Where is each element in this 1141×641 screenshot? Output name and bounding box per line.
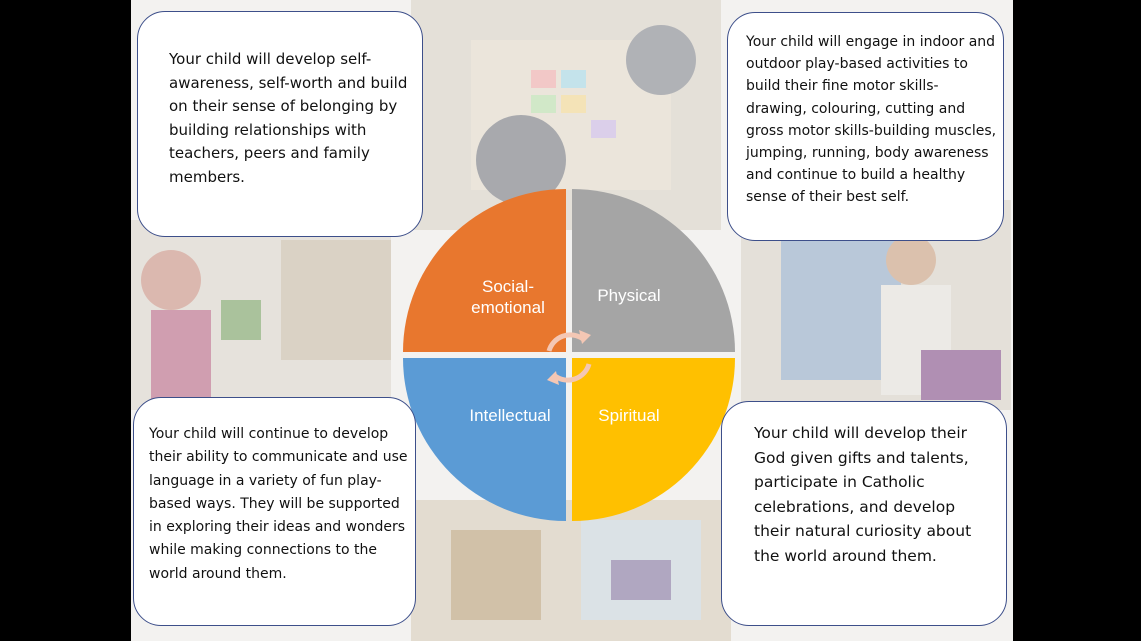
callout-intellectual: Your child will continue to develop thei… (133, 397, 416, 626)
cycle-arrows-icon (546, 332, 592, 383)
callout-social-emotional-text: Your child will develop self-awareness, … (169, 50, 408, 186)
background-photo-child-painting (131, 220, 391, 410)
callout-physical: Your child will engage in indoor and out… (727, 12, 1004, 241)
callout-spiritual-text: Your child will develop their God given … (754, 424, 972, 565)
callout-spiritual: Your child will develop their God given … (721, 401, 1007, 626)
quadrant-label-intellectual: Intellectual (469, 406, 551, 425)
quadrant-social-emotional (403, 189, 566, 352)
cycle-arrow-head-top (579, 330, 591, 344)
background-photo-building-blocks (411, 0, 721, 230)
slide: Social- emotional Physical Intellectual … (131, 0, 1013, 641)
cycle-arrow-head-bottom (547, 371, 559, 385)
quadrant-physical (572, 189, 735, 352)
quadrant-label-social-emotional: Social- emotional (471, 277, 545, 317)
background-photo-craft-table (411, 500, 731, 641)
quadrant-intellectual (403, 358, 566, 521)
callout-physical-text: Your child will engage in indoor and out… (746, 34, 997, 206)
quadrant-spiritual (572, 358, 735, 521)
quadrant-label-physical: Physical (597, 286, 661, 305)
development-quadrant-diagram (403, 189, 735, 521)
quadrant-label-spiritual: Spiritual (598, 406, 660, 425)
callout-intellectual-text: Your child will continue to develop thei… (149, 426, 408, 582)
callout-social-emotional: Your child will develop self-awareness, … (137, 11, 423, 237)
